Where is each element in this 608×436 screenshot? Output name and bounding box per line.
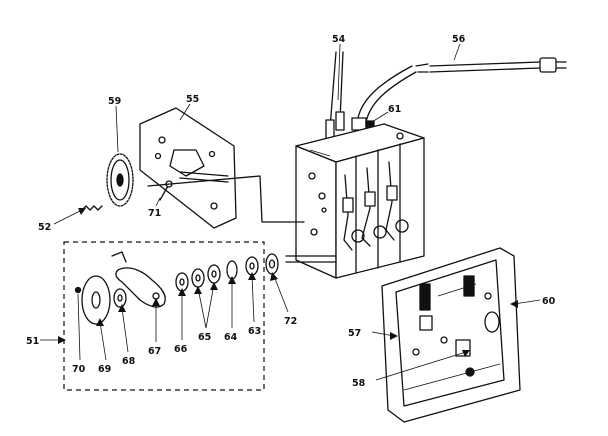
part-69-dial-disc (81, 275, 111, 325)
label-59: 59 (108, 96, 121, 107)
part-57-front-panel (381, 247, 521, 423)
part-55-mounting-plate (139, 107, 237, 229)
label-56: 56 (452, 34, 466, 45)
part-54-switch-rods (325, 51, 345, 143)
label-54: 54 (332, 34, 346, 45)
label-57: 57 (348, 328, 361, 339)
label-65: 65 (198, 332, 211, 343)
part-70-pin (74, 286, 82, 294)
label-58: 58 (352, 378, 366, 389)
part-67-lever-arm (111, 251, 166, 308)
sub-assembly-51-box (63, 241, 265, 391)
part-59-gear (106, 153, 134, 207)
label-63: 63 (248, 326, 261, 337)
label-52: 52 (38, 222, 51, 233)
label-61: 61 (388, 104, 401, 115)
part-72-washer (265, 253, 279, 275)
label-68: 68 (122, 356, 136, 367)
part-52-spring (81, 205, 103, 211)
part-labels: 54 56 55 59 61 60 57 58 52 71 51 70 69 6… (26, 34, 556, 389)
label-60: 60 (542, 296, 556, 307)
label-72: 72 (284, 316, 297, 327)
part-68-washer (113, 288, 127, 308)
leader-lines (40, 43, 541, 381)
label-66: 66 (174, 344, 188, 355)
main-housing-box (285, 123, 425, 279)
label-51: 51 (26, 336, 39, 347)
label-69: 69 (98, 364, 111, 375)
label-64: 64 (224, 332, 238, 343)
label-71: 71 (148, 208, 161, 219)
label-70: 70 (72, 364, 86, 375)
label-55: 55 (186, 94, 199, 105)
part-56-power-cord (357, 57, 567, 123)
part-65-washers (191, 264, 221, 288)
label-67: 67 (148, 346, 161, 357)
